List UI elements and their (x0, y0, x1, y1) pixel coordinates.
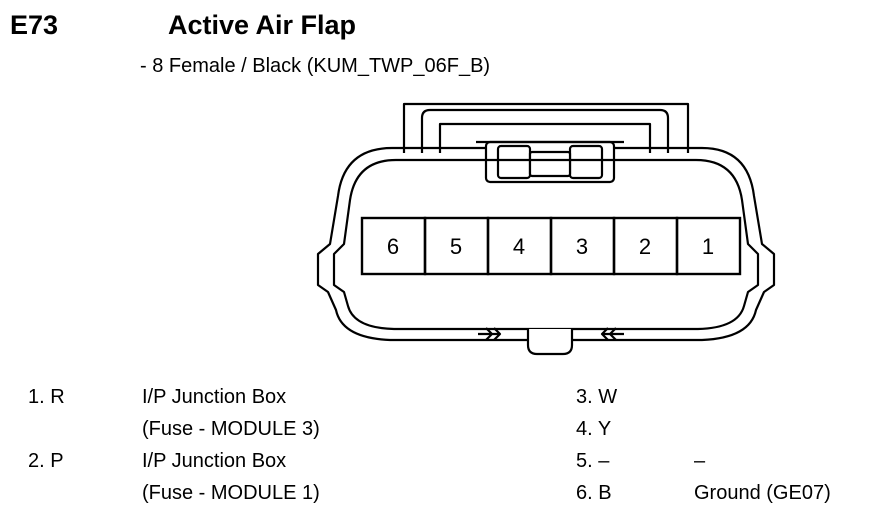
connector-key (526, 329, 574, 356)
pin-1-desc-line1: I/P Junction Box (142, 386, 287, 408)
pin-3-number: 3. W (576, 386, 618, 408)
pin-label-3: 3 (576, 234, 588, 259)
pin-5-number: 5. – (576, 450, 610, 472)
pin-label-1: 1 (702, 234, 714, 259)
pin-6-number: 6. B (576, 482, 612, 504)
connector-body-outer (316, 146, 776, 342)
pin-5-desc: – (694, 450, 706, 472)
pin-label-5: 5 (450, 234, 462, 259)
connector-code: E73 (10, 10, 59, 40)
latch-housing-inner (420, 108, 670, 153)
connector-spec: - 8 Female / Black (KUM_TWP_06F_B) (140, 55, 491, 77)
pin-6-desc: Ground (GE07) (694, 482, 831, 504)
pin-4-number: 4. Y (576, 418, 612, 440)
pin-2-number: 2. P (28, 450, 64, 472)
pin-cavity-1 (675, 216, 742, 276)
pin-1-desc-line2: (Fuse - MODULE 3) (142, 418, 320, 440)
connector-body-inner (332, 158, 760, 331)
pin-label-6: 6 (387, 234, 399, 259)
latch-housing (402, 102, 690, 153)
page-title: Active Air Flap (168, 10, 357, 40)
pin-2-desc-line2: (Fuse - MODULE 1) (142, 482, 320, 504)
pin-label-2: 2 (639, 234, 651, 259)
pin-1-number: 1. R (28, 386, 65, 408)
pin-label-4: 4 (513, 234, 525, 259)
pin-2-desc-line1: I/P Junction Box (142, 450, 287, 472)
